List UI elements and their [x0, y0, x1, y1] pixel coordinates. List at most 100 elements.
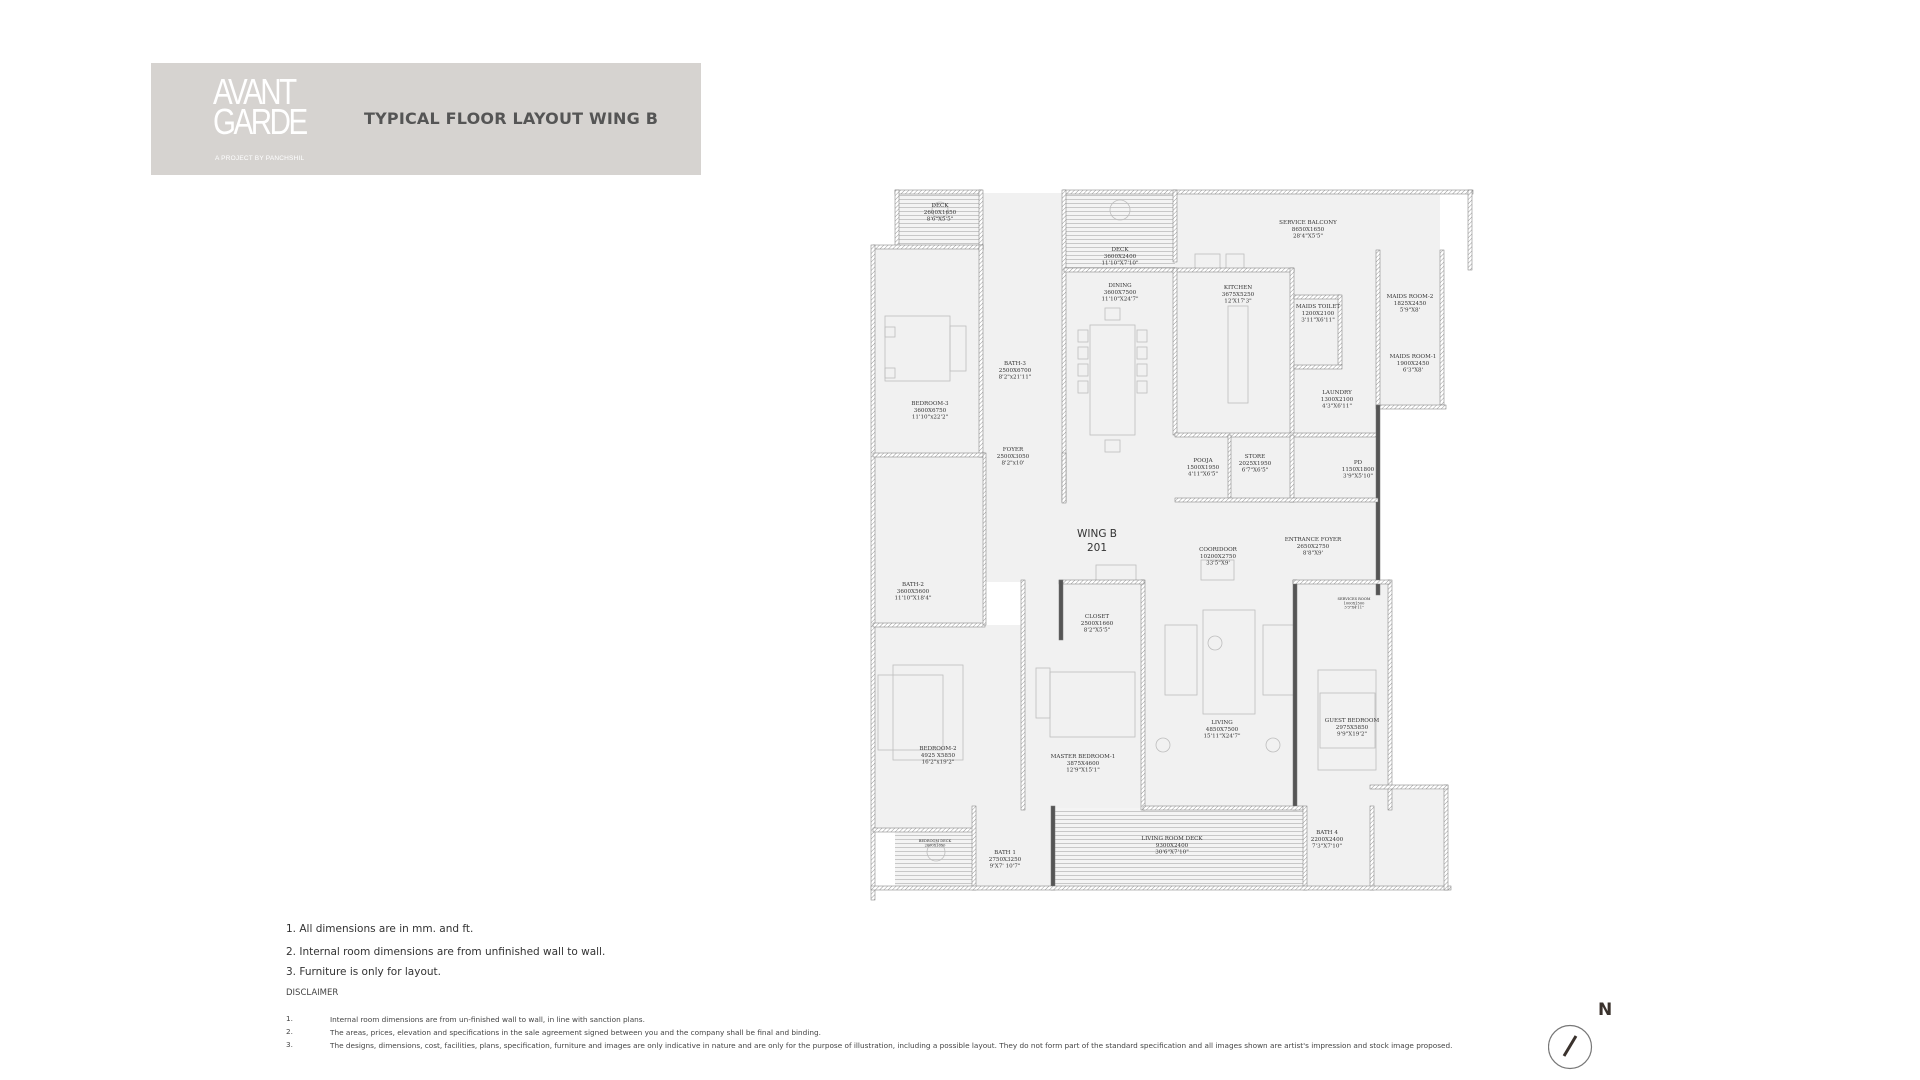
wall: [872, 452, 986, 458]
furniture-piece: [892, 664, 964, 761]
wall: [1050, 805, 1056, 891]
room-floor: [1378, 250, 1440, 405]
room-floor: [1066, 500, 1378, 582]
room-name: LIVING: [1211, 720, 1233, 726]
room-dimension-ft: 15'11"X24'7": [1203, 734, 1241, 740]
room-dimension-mm: 2500X1660: [1081, 621, 1114, 627]
room-name: BEDROOM DECK: [919, 839, 952, 843]
room-name: BEDROOM-2: [919, 746, 957, 752]
wall: [1292, 579, 1391, 585]
room-name: CLOSET: [1085, 614, 1109, 620]
compass: N: [1548, 998, 1628, 1078]
disclaimer-text: The designs, dimensions, cost, facilitie…: [330, 1041, 1453, 1050]
room-floor: [972, 808, 1053, 887]
room-name: GUEST BEDROOM: [1325, 718, 1380, 724]
wall: [1062, 189, 1474, 195]
north-label: N: [1598, 1000, 1613, 1020]
wall: [1227, 434, 1232, 501]
room-dimension-mm: 2500X3050: [997, 454, 1030, 460]
room-dimension-mm: 2600X1650: [925, 843, 947, 847]
room-name: DINING: [1108, 283, 1132, 289]
room-floor: [1372, 790, 1444, 887]
room-dimension-ft: 11'10"X24'7": [1101, 297, 1139, 303]
wall: [894, 189, 900, 249]
round-furniture: [931, 201, 949, 219]
room-name: MASTER BEDROOM-1: [1051, 754, 1116, 760]
furniture-piece: [1077, 380, 1089, 394]
furniture-piece: [1104, 439, 1121, 453]
room-floor: [873, 455, 985, 625]
room-dimension-mm: 1500X1950: [1187, 465, 1220, 471]
room-floor: [1175, 270, 1290, 435]
header-banner: AVANT GARDE A PROJECT BY PANCHSHIL TYPIC…: [151, 63, 701, 175]
wall: [872, 827, 974, 833]
furniture-piece: [1136, 346, 1148, 360]
disclaimer-number: 3.: [286, 1040, 293, 1049]
wall: [1174, 497, 1379, 503]
room-dimension-mm: 3600X2400: [1104, 254, 1137, 260]
furniture-piece: [1035, 667, 1051, 719]
furniture-piece: [1227, 305, 1249, 404]
room-dimension-ft: 9'X7' 10'7": [990, 864, 1021, 870]
note-2: 2. Internal room dimensions are from unf…: [286, 946, 606, 958]
wall: [1172, 267, 1178, 436]
furniture-piece: [1077, 346, 1089, 360]
disclaimer-text: Internal room dimensions are from un-fin…: [330, 1015, 645, 1024]
wall: [978, 244, 984, 458]
wall: [870, 244, 876, 901]
room-dimension-ft: 3'3"X4'11": [1344, 606, 1364, 610]
note-3: 3. Furniture is only for layout.: [286, 966, 441, 978]
wall: [1061, 452, 1067, 504]
wall: [1289, 434, 1295, 503]
room-name: STORE: [1245, 454, 1265, 460]
deck-floor: [1053, 808, 1305, 887]
wall: [1443, 784, 1449, 891]
wall: [1302, 805, 1308, 891]
room-dimension-ft: 11'10"X18'4": [894, 596, 932, 602]
round-furniture: [1155, 737, 1171, 753]
room-dimension-mm: 8650X1650: [1292, 227, 1325, 233]
room-name: SERVICE BALCONY: [1279, 220, 1337, 226]
room-name: PD: [1354, 460, 1363, 466]
room-floor: [1175, 435, 1378, 500]
furniture-piece: [1136, 363, 1148, 377]
room-dimension-ft: 6'7"X6'5": [1242, 468, 1269, 474]
wall: [1369, 805, 1375, 891]
furniture-piece: [1104, 307, 1121, 321]
room-dimension-mm: 3875X4600: [1067, 761, 1100, 767]
north-arrow-icon: [1548, 1024, 1593, 1070]
room-dimension-ft: 3'11"X6'11": [1301, 318, 1335, 324]
room-dimension-mm: 1825X2450: [1394, 301, 1427, 307]
room-dimension-mm: 9300X2400: [1156, 843, 1189, 849]
wall: [1369, 784, 1449, 790]
room-dimension-ft: 12'9"X15'1": [1066, 768, 1100, 774]
room-dimension-mm: 2650X2750: [1297, 544, 1330, 550]
room-dimension-mm: 10200X2750: [1200, 554, 1236, 560]
room-dimension-ft: 11'10"X7'10": [1101, 261, 1139, 267]
room-name: BEDROOM-3: [911, 401, 949, 407]
round-furniture: [926, 842, 946, 862]
room-dimension-mm: 2500X6700: [999, 368, 1032, 374]
disclaimer-number: 2.: [286, 1027, 293, 1036]
wall: [1375, 404, 1447, 410]
wing-label: WING B: [1077, 528, 1117, 540]
logo-tagline: A PROJECT BY PANCHSHIL: [215, 155, 305, 162]
furniture-piece: [884, 367, 896, 379]
wall: [1058, 579, 1145, 585]
room-name: KITCHEN: [1224, 285, 1252, 291]
room-dimension-ft: 8'2"X5'5": [1084, 628, 1111, 634]
wall: [1063, 267, 1295, 273]
room-dimension-ft: 3'9"X5'10": [1343, 474, 1373, 480]
room-dimension-ft: 30'6"X7'10": [1155, 850, 1189, 856]
wall: [1020, 579, 1026, 811]
furniture-piece: [1089, 324, 1136, 436]
furniture-piece: [1319, 692, 1376, 749]
furniture-piece: [1317, 669, 1377, 771]
room-name: BATH-3: [1004, 361, 1026, 367]
room-dimension-mm: 3600X5600: [897, 589, 930, 595]
wall: [1467, 189, 1473, 271]
room-dimension-ft: 16'2"x19'2": [922, 760, 955, 766]
wall: [1140, 579, 1146, 811]
furniture-piece: [1202, 609, 1256, 715]
wall: [1375, 249, 1381, 406]
